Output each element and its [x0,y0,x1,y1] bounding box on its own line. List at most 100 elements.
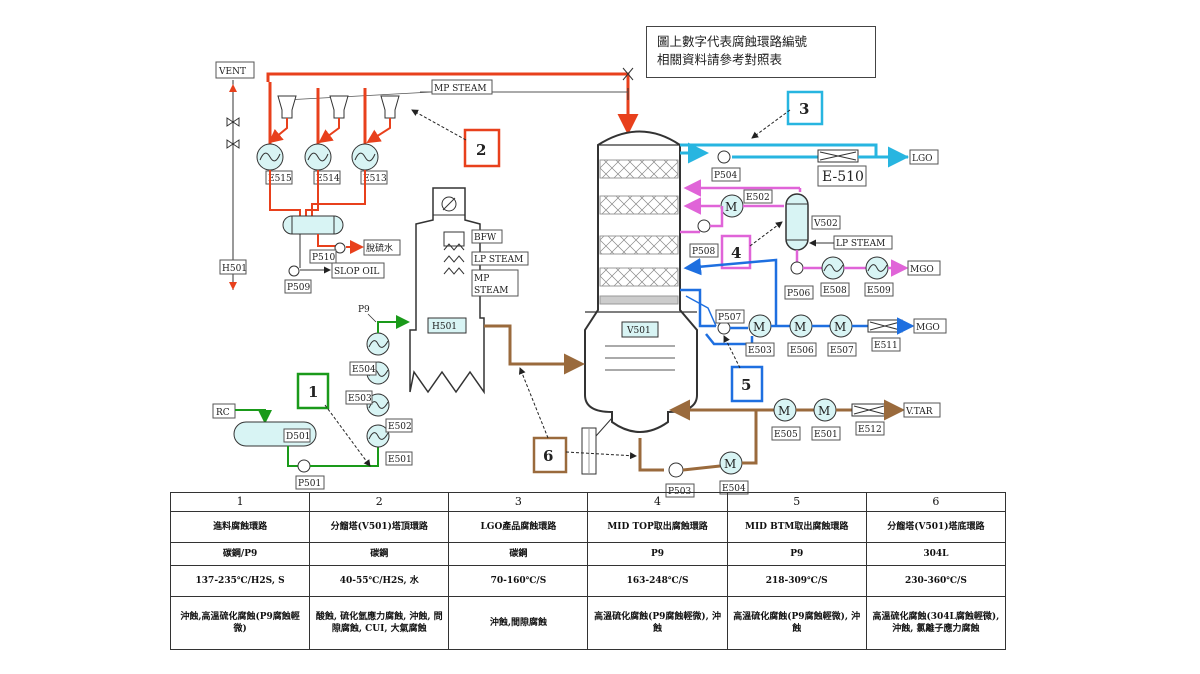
header-valve-icon [622,67,634,81]
header-cell: 5 [726,492,867,512]
svg-text:E-510: E-510 [822,169,864,185]
table-row-loop-name: 進料腐蝕環路 分餾塔(V501)塔頂環路 LGO產品腐蝕環路 MID TOP取出… [169,511,1007,543]
svg-text:STEAM: STEAM [474,286,508,296]
loop-marker-1 [296,372,330,410]
mgo-product-box-2 [913,318,947,334]
pump-p503-icon [668,462,684,478]
vtar-product-box [903,402,941,418]
corrosion-loop-table: 1 2 3 4 5 6 進料腐蝕環路 分餾塔(V501)塔頂環路 LGO產品腐蝕… [169,492,1007,650]
material-cell: 碳鋼 [309,542,450,566]
svg-text:V502: V502 [813,219,838,229]
h501-heater-tag [427,317,467,334]
svg-text:LP STEAM: LP STEAM [474,255,523,265]
svg-text:M: M [753,320,765,334]
svg-text:E503: E503 [748,346,772,356]
svg-text:P509: P509 [287,283,311,293]
svg-text:E513: E513 [363,174,387,184]
svg-text:MP STEAM: MP STEAM [434,84,487,94]
svg-text:H501: H501 [222,264,247,274]
exchanger-e502-right-icon: M [720,194,744,218]
svg-text:E515: E515 [268,174,292,184]
loop-name-cell: MID TOP取出腐蝕環路 [587,511,728,543]
note-line-1: 圖上數字代表腐蝕環路編號 [657,34,808,49]
exchanger-e503-right-icon: M [748,314,772,338]
slop-oil-box [331,262,385,279]
svg-text:M: M [725,200,737,214]
svg-text:RC: RC [216,408,230,418]
pump-p508-icon [697,219,711,233]
svg-text:P9: P9 [358,305,370,315]
svg-text:E501: E501 [388,455,412,465]
svg-text:P507: P507 [718,313,742,323]
svg-text:P501: P501 [298,479,321,489]
note-line-2: 相關資料請參考對照表 [657,52,783,67]
svg-text:BFW: BFW [474,233,497,243]
svg-text:LP STEAM: LP STEAM [836,239,885,249]
ejector-icons [277,95,400,119]
svg-text:M: M [724,457,736,471]
exchanger-e504-bottom-icon: M [719,451,743,475]
svg-text:H501: H501 [432,322,457,332]
svg-text:4: 4 [731,244,741,262]
preheat-exchangers-icon [366,332,390,448]
overhead-drum-icon [282,215,344,235]
svg-text:E504: E504 [352,365,376,375]
exchanger-e507-icon: M [829,314,853,338]
table-row-material: 碳鋼/P9 碳鋼 碳鋼 P9 P9 304L [169,542,1007,566]
material-cell: P9 [726,542,867,566]
svg-text:P510: P510 [312,253,336,263]
loop-marker-3 [786,90,824,126]
fractionator-v501: V501 [584,130,698,433]
svg-text:M: M [794,320,806,334]
header-cell: 2 [309,492,450,512]
mechanism-cell: 酸蝕, 硫化氫應力腐蝕, 沖蝕, 問隙腐蝕, CUI, 大氣腐蝕 [309,596,450,650]
svg-text:SLOP OIL: SLOP OIL [334,267,379,277]
vent-valve-icon [226,117,240,149]
pump-p510-icon [334,242,346,254]
svg-text:E506: E506 [790,346,814,356]
mgo-product-box-1 [907,260,941,276]
exchanger-e506-icon: M [789,314,813,338]
svg-text:E502: E502 [746,193,770,203]
svg-text:3: 3 [799,100,809,118]
stripper-v502-icon [785,193,809,251]
loop-3-lgo: P504 E-510 LGO 3 [680,90,939,187]
exchanger-e509-icon [865,256,889,280]
svg-text:E512: E512 [858,425,882,435]
heater-h501: BFW LP STEAM MP STEAM H501 [409,187,529,395]
svg-text:V.TAR: V.TAR [905,407,933,417]
pump-p506-icon [790,261,804,275]
svg-text:E505: E505 [774,430,798,440]
material-cell: 304L [865,542,1007,566]
condition-cell: 230-360℃/S [865,565,1007,597]
loop-name-cell: 進料腐蝕環路 [169,511,311,543]
svg-text:MGO: MGO [910,265,934,275]
svg-text:2: 2 [476,141,486,159]
svg-text:MP: MP [474,274,489,284]
svg-text:D501: D501 [286,432,310,442]
pump-p501-icon [297,459,311,473]
svg-text:LGO: LGO [912,154,933,164]
svg-text:6: 6 [543,447,553,465]
header-cell: 4 [587,492,728,512]
exchanger-e508-icon [821,256,845,280]
svg-text:E502: E502 [388,422,412,432]
svg-text:E501: E501 [814,430,838,440]
material-cell: 碳鋼 [448,542,589,566]
svg-text:M: M [834,320,846,334]
cooler-e512-icon [851,403,887,417]
table-row-mechanism: 沖蝕,高溫硫化腐蝕(P9腐蝕輕微) 酸蝕, 硫化氫應力腐蝕, 沖蝕, 問隙腐蝕,… [169,596,1007,650]
svg-text:E504: E504 [722,484,746,494]
svg-text:M: M [818,404,830,418]
cooler-e511-icon [867,319,903,333]
cooler-e510-icon [817,149,859,163]
svg-text:V501: V501 [626,326,651,336]
loop-marker-2 [463,128,501,168]
material-cell: 碳鋼/P9 [169,542,311,566]
v501-tag [621,321,659,338]
vent-box [215,61,255,79]
table-row-condition: 137-235℃/H2S, S 40-55℃/H2S, 水 70-160℃/S … [169,565,1007,597]
exchanger-e501-right-icon: M [813,398,837,422]
svg-text:P508: P508 [692,247,716,257]
condenser-e515-icon [256,143,284,171]
